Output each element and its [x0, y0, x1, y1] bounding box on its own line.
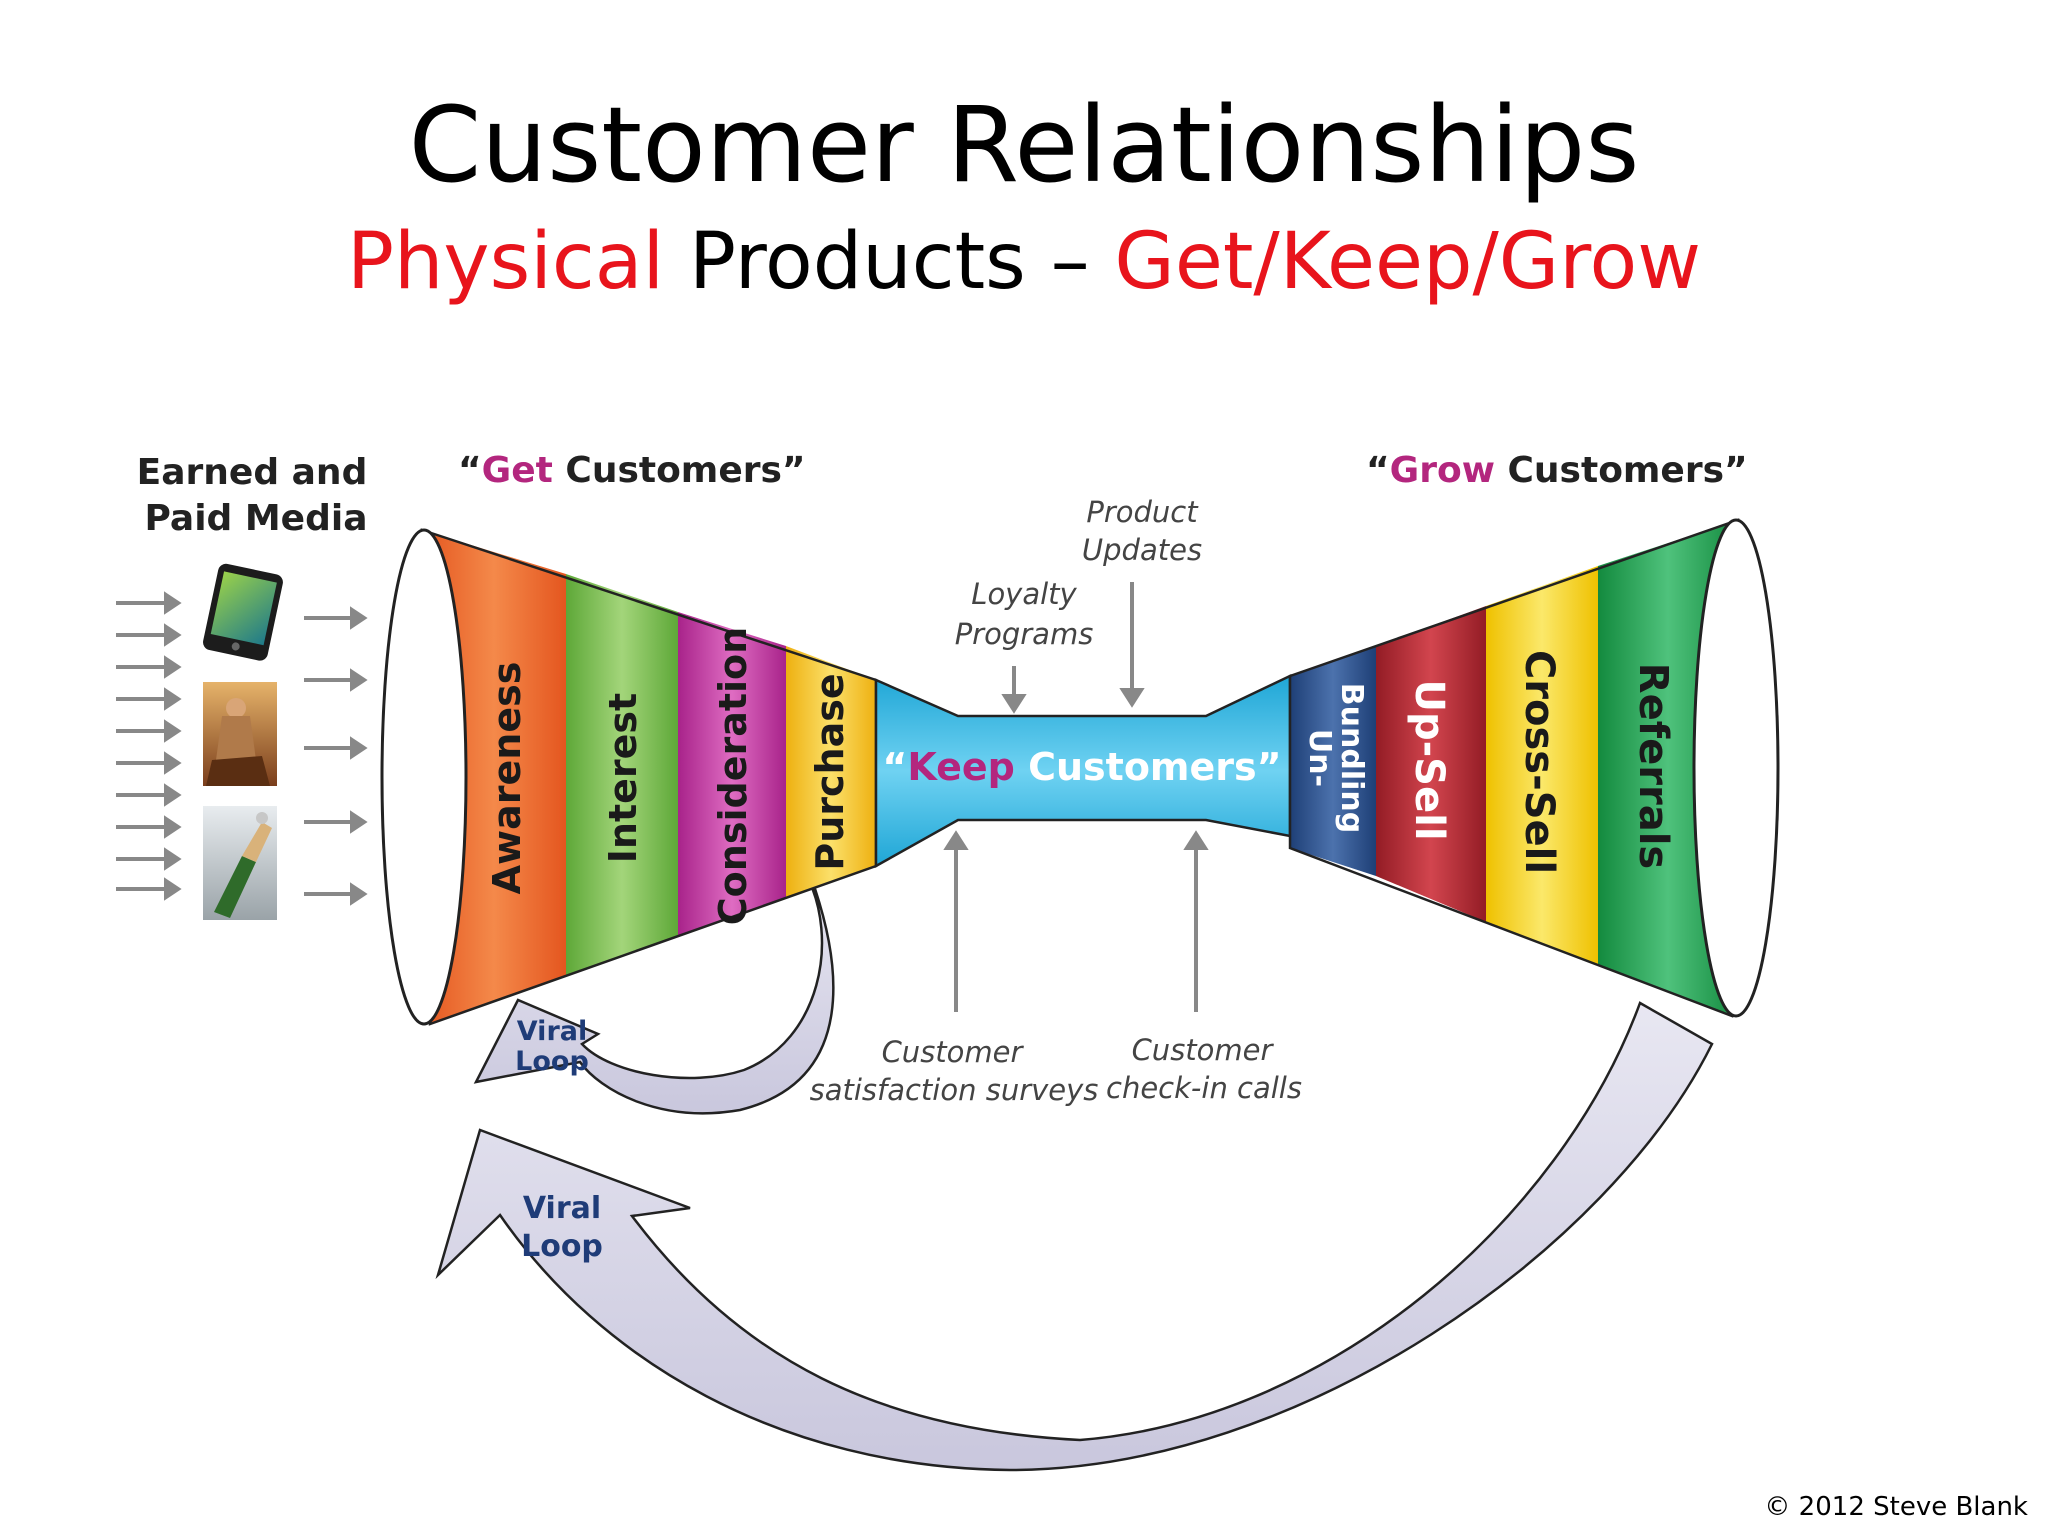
loyalty-arrow [1001, 666, 1027, 714]
media-label-line1: Earned and [137, 452, 368, 493]
checkin-line1: Customer [1132, 1033, 1275, 1067]
stage-unbundling [1290, 646, 1376, 876]
keep-customers-heading: “Keep Customers” [882, 745, 1281, 789]
loyalty-line1: Loyalty [971, 577, 1077, 611]
label-consideration: Consideration [711, 627, 755, 925]
incoming-arrow-icon [116, 687, 182, 711]
grow-accent: Grow [1390, 450, 1495, 491]
outgoing-media-arrows [304, 606, 368, 906]
label-unbundling-2: Bundling [1334, 683, 1369, 833]
incoming-arrow-icon [116, 751, 182, 775]
keep-rest: Customers” [1015, 745, 1282, 789]
label-upsell: Up-Sell [1406, 679, 1452, 840]
outgoing-arrow-icon [304, 882, 368, 906]
get-open-quote: “ [458, 450, 482, 491]
viral-loop-small-arrow [473, 873, 835, 1115]
incoming-arrow-icon [116, 655, 182, 679]
product-updates-arrow [1119, 582, 1145, 708]
grow-open-quote: “ [1366, 450, 1390, 491]
stage-purchase [786, 646, 876, 898]
rodeo-picture [203, 682, 277, 786]
grow-rest: Customers” [1495, 450, 1748, 491]
get-customers-heading: “Get Customers” [458, 450, 806, 491]
stage-consideration [678, 612, 786, 936]
tablet-picture [203, 563, 283, 661]
viral-loop-large-line1: Viral [523, 1191, 601, 1226]
get-customers-funnel [380, 528, 878, 1026]
subtitle-physical: Physical [346, 217, 665, 307]
incoming-arrow-icon [116, 815, 182, 839]
stage-upsell [1376, 606, 1486, 922]
get-rest: Customers” [553, 450, 806, 491]
outgoing-arrow-icon [304, 736, 368, 760]
checkin-line2: check-in calls [1106, 1071, 1302, 1105]
outgoing-arrow-icon [304, 810, 368, 834]
grow-customers-heading: “Grow Customers” [1366, 450, 1748, 491]
product-updates-line1: Product [1086, 495, 1199, 529]
get-accent: Get [482, 450, 553, 491]
viral-loop-large-arrow [435, 1001, 1714, 1472]
bottle-picture [203, 806, 277, 920]
stage-crosssell [1486, 566, 1598, 966]
product-updates-line2: Updates [1082, 533, 1202, 567]
stage-interest [566, 574, 678, 976]
outgoing-arrow-icon [304, 668, 368, 692]
checkin-calls-arrow [1183, 830, 1209, 1012]
media-label-line2: Paid Media [145, 498, 368, 539]
incoming-arrow-icon [116, 847, 182, 871]
label-interest: Interest [601, 693, 645, 863]
grow-customers-funnel [1288, 518, 1780, 1018]
copyright-notice: © 2012 Steve Blank [1764, 1492, 2028, 1522]
incoming-arrow-icon [116, 591, 182, 615]
viral-loop-large-line2: Loop [521, 1229, 603, 1264]
incoming-media-arrows [116, 591, 182, 901]
funnel-mouth-left [380, 528, 468, 1026]
keep-open-quote: “ [882, 745, 907, 789]
incoming-arrow-icon [116, 783, 182, 807]
outgoing-arrow-icon [304, 606, 368, 630]
label-awareness: Awareness [485, 662, 529, 895]
incoming-arrow-icon [116, 623, 182, 647]
slide-subtitle: Physical Products – Get/Keep/Grow [0, 217, 2048, 307]
label-unbundling-1: Un- [1302, 729, 1337, 787]
surveys-line2: satisfaction surveys [810, 1073, 1099, 1107]
keep-accent: Keep [907, 745, 1015, 789]
subtitle-products: Products – [664, 217, 1115, 307]
loyalty-line2: Programs [955, 617, 1094, 651]
surveys-arrow [943, 830, 969, 1012]
viral-loop-small-line1: Viral [517, 1016, 587, 1047]
label-referrals: Referrals [1630, 663, 1676, 869]
funnel-mouth-right [1692, 518, 1780, 1018]
surveys-line1: Customer [882, 1035, 1025, 1069]
incoming-arrow-icon [116, 877, 182, 901]
viral-loop-small-line2: Loop [515, 1046, 589, 1077]
incoming-arrow-icon [116, 719, 182, 743]
subtitle-get-keep-grow: Get/Keep/Grow [1114, 217, 1702, 307]
label-crosssell: Cross-Sell [1516, 650, 1562, 874]
label-purchase: Purchase [808, 673, 852, 870]
slide-title: Customer Relationships [408, 84, 1640, 206]
